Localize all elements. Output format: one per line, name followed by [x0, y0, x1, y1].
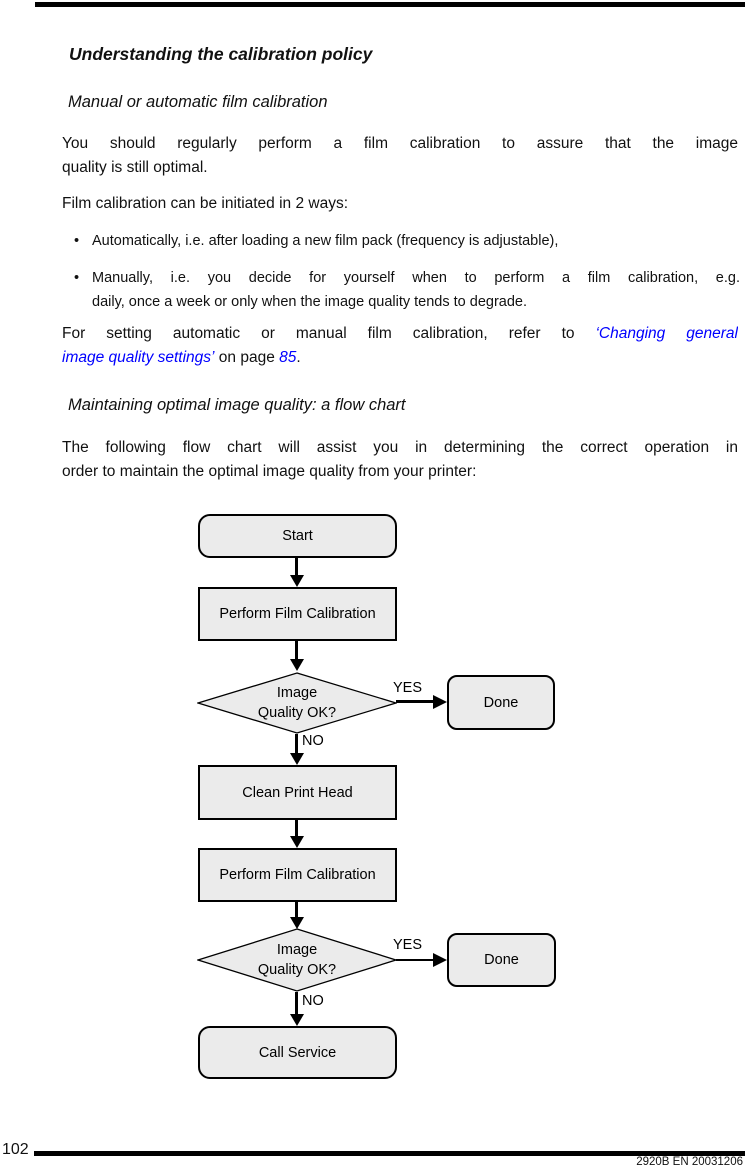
- paragraph-regular-calibration: You should regularly perform a film cali…: [62, 132, 738, 180]
- flowchart-node-perform-film-calibration-1: Perform Film Calibration: [198, 587, 397, 641]
- flowchart-node-done-1: Done: [447, 675, 555, 730]
- decision-diamond-2: [197, 928, 397, 992]
- decision-line: Image: [276, 942, 318, 958]
- paragraph-line: image quality settings’ on page 85.: [62, 346, 738, 370]
- flowchart-node-clean-print-head: Clean Print Head: [198, 765, 397, 820]
- footer-rule: [34, 1151, 745, 1156]
- bullet-marker: •: [74, 233, 80, 249]
- paragraph-line: You should regularly perform a film cali…: [62, 135, 738, 152]
- paragraph-text: .: [296, 349, 301, 366]
- arrow-line: [295, 820, 298, 837]
- top-rule: [35, 2, 745, 7]
- section-heading-manual-or-automatic: Manual or automatic film calibration: [68, 93, 328, 111]
- flowchart-node-call-service: Call Service: [198, 1026, 397, 1079]
- paragraph-line: For setting automatic or manual film cal…: [62, 322, 738, 346]
- arrow-line: [295, 992, 298, 1015]
- arrow-down-icon: [290, 1014, 304, 1026]
- arrow-right-icon: [433, 953, 447, 967]
- branch-label-yes: YES: [393, 680, 423, 696]
- paragraph-refer-link: For setting automatic or manual film cal…: [62, 322, 738, 370]
- flowchart-node-perform-film-calibration-2: Perform Film Calibration: [198, 848, 397, 902]
- bullet-item-automatically: Automatically, i.e. after loading a new …: [92, 229, 740, 253]
- flowchart-node-label: Done: [484, 952, 519, 968]
- arrow-line: [295, 734, 298, 754]
- arrow-line: [396, 959, 433, 961]
- decision-line: Quality OK?: [257, 705, 337, 721]
- arrow-down-icon: [290, 917, 304, 929]
- document-code: 2920B EN 20031206: [636, 1156, 743, 1168]
- link-page-85[interactable]: 85: [279, 349, 297, 366]
- section-heading-flow-chart: Maintaining optimal image quality: a flo…: [68, 396, 406, 414]
- flowchart-node-start: Start: [198, 514, 397, 558]
- bullet-marker: •: [74, 270, 80, 286]
- arrow-down-icon: [290, 659, 304, 671]
- page-title: Understanding the calibration policy: [69, 44, 373, 64]
- flowchart-node-label: Clean Print Head: [242, 784, 353, 801]
- flowchart-node-label: Call Service: [258, 1044, 337, 1061]
- bullet-line: Manually, i.e. you decide for yourself w…: [92, 270, 740, 286]
- paragraph-text: For setting automatic or manual film cal…: [62, 325, 596, 342]
- paragraph-two-ways: Film calibration can be initiated in 2 w…: [62, 192, 738, 216]
- flowchart-node-label: Perform Film Calibration: [219, 867, 376, 883]
- arrow-line: [295, 902, 298, 918]
- flowchart-node-label: Perform Film Calibration: [219, 606, 376, 622]
- bullet-line: Automatically, i.e. after loading a new …: [92, 233, 559, 249]
- arrow-right-icon: [433, 695, 447, 709]
- arrow-line: [295, 641, 298, 660]
- arrow-down-icon: [290, 753, 304, 765]
- arrow-line: [396, 700, 433, 703]
- arrow-down-icon: [290, 836, 304, 848]
- link-changing-general-settings[interactable]: ‘Changing general: [595, 325, 738, 342]
- decision-line: Image: [276, 685, 318, 701]
- branch-label-no: NO: [302, 993, 324, 1009]
- decision-line: Quality OK?: [257, 962, 337, 978]
- flowchart-node-label: Done: [483, 694, 519, 711]
- paragraph-line: order to maintain the optimal image qual…: [62, 463, 477, 480]
- arrow-line: [295, 556, 298, 576]
- arrow-down-icon: [290, 575, 304, 587]
- decision-diamond-1: [197, 672, 397, 734]
- branch-label-no: NO: [302, 733, 324, 749]
- paragraph-line: Film calibration can be initiated in 2 w…: [62, 195, 349, 212]
- paragraph-line: quality is still optimal.: [62, 159, 208, 176]
- link-changing-general-settings[interactable]: image quality settings’: [62, 349, 215, 366]
- page-number: 102: [2, 1141, 29, 1158]
- branch-label-yes: YES: [393, 937, 423, 953]
- paragraph-line: The following flow chart will assist you…: [62, 439, 738, 456]
- flowchart-node-done-2: Done: [447, 933, 556, 987]
- paragraph-text: on page: [214, 349, 280, 366]
- decision-diamond-2-text: Image Quality OK?: [197, 928, 397, 992]
- bullet-item-manually: Manually, i.e. you decide for yourself w…: [92, 266, 740, 314]
- flowchart-node-label: Start: [282, 528, 313, 544]
- decision-diamond-1-text: Image Quality OK?: [197, 672, 397, 734]
- bullet-line: daily, once a week or only when the imag…: [92, 294, 527, 310]
- paragraph-flowchart-intro: The following flow chart will assist you…: [62, 436, 738, 484]
